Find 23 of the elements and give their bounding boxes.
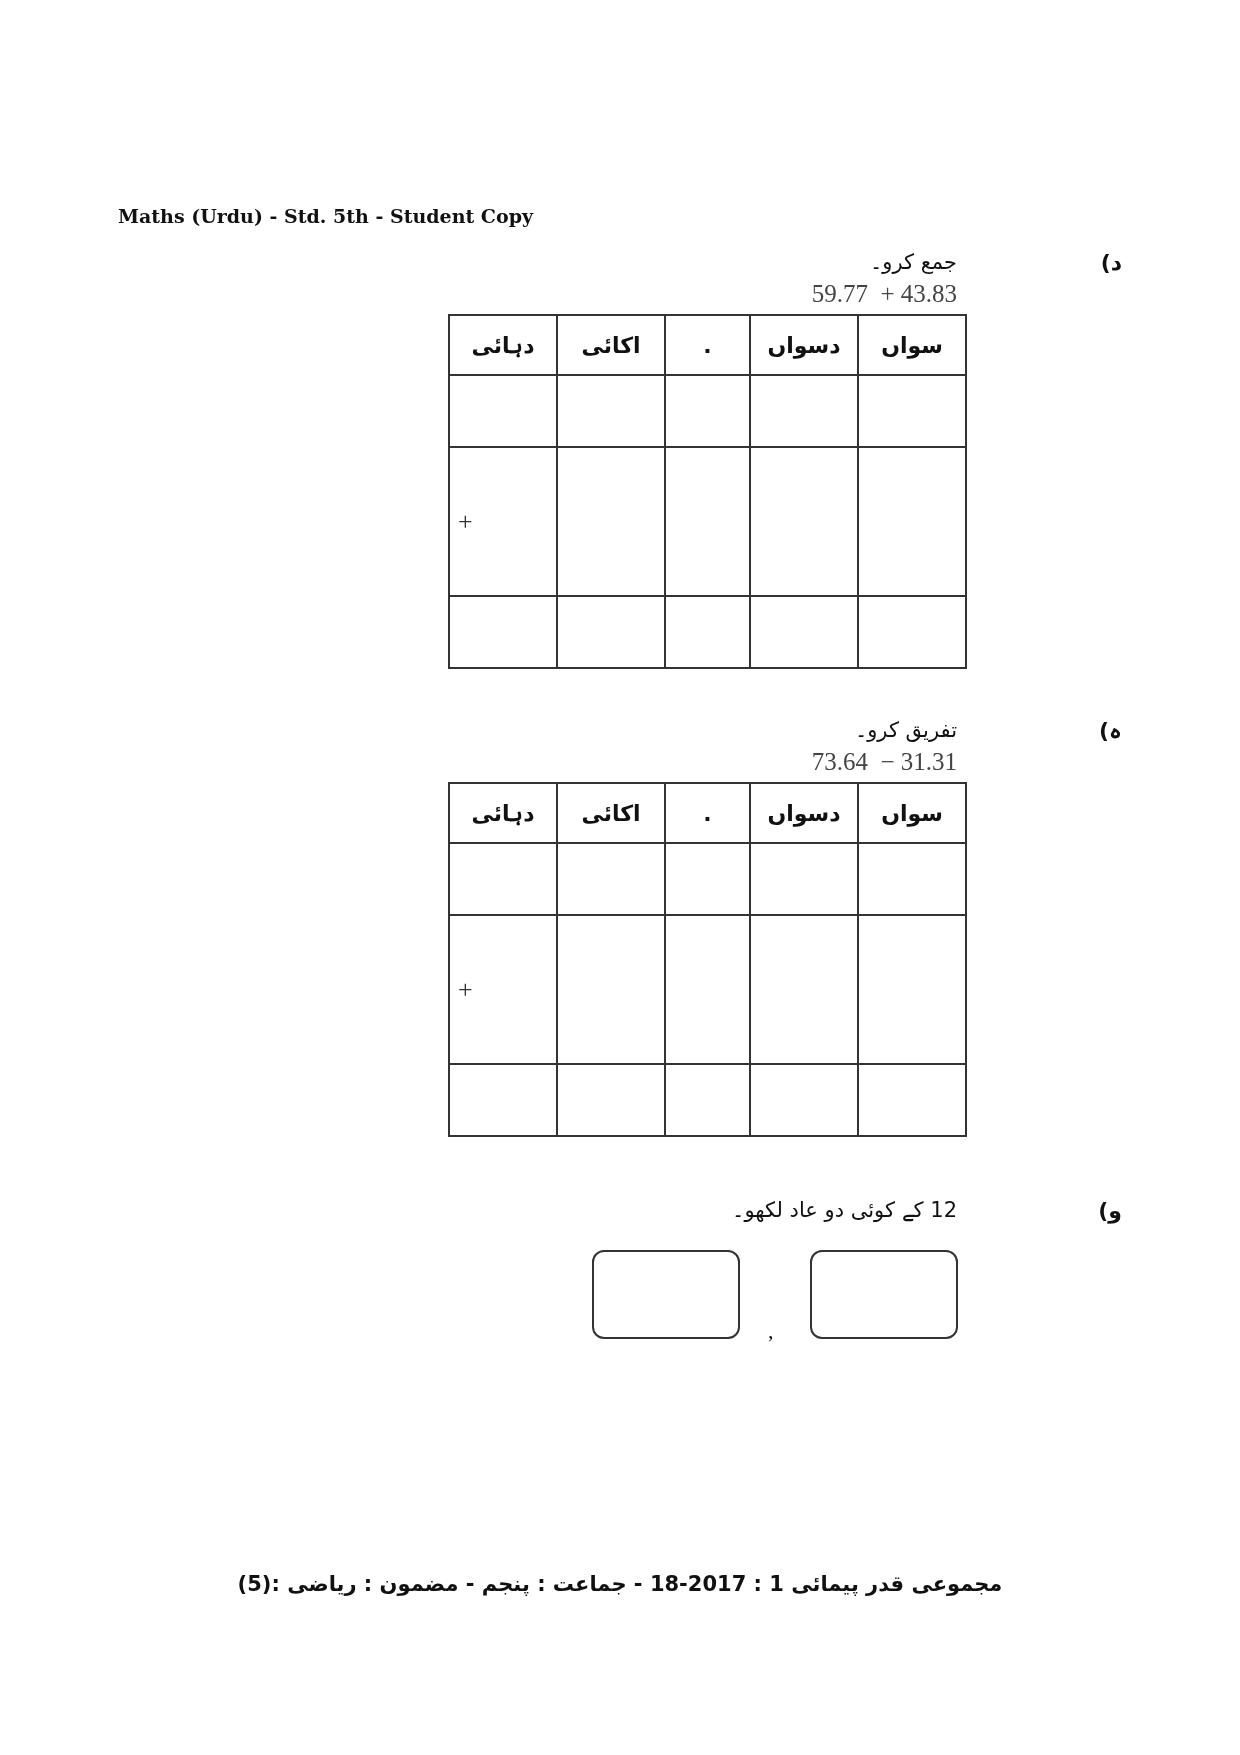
plus-sign: + [457, 974, 473, 1004]
question-number: ہ) [1098, 718, 1122, 743]
instruction-text: جمع کرو۔ [870, 250, 957, 274]
question-number: و) [1098, 1198, 1122, 1223]
place-value-heading: . [665, 315, 750, 375]
place-value-heading: دسواں [750, 315, 858, 375]
place-value-heading: دہائی [449, 783, 557, 843]
place-value-heading: اکائی [557, 315, 665, 375]
place-value-heading: . [665, 783, 750, 843]
instruction-text: تفریق کرو۔ [855, 718, 957, 742]
plus-sign: + [457, 506, 473, 536]
equation-text: 59.77 + 43.83 [811, 280, 957, 308]
page-header: Maths (Urdu) - Std. 5th - Student Copy [118, 205, 533, 227]
place-value-heading: سواں [858, 315, 966, 375]
instruction-text: 12 کے کوئی دو عاد لکھو۔ [732, 1198, 957, 1222]
place-value-heading: دہائی [449, 315, 557, 375]
equation-text: 73.64 − 31.31 [811, 748, 957, 776]
place-value-heading: دسواں [750, 783, 858, 843]
place-value-heading: اکائی [557, 783, 665, 843]
page-footer: مجموعی قدر پیمائی 1 : 2017-18 - جماعت : پنجم - مضمون : ریاضی :(5) [0, 1572, 1240, 1596]
comma: , [768, 1318, 774, 1344]
question-number: د) [1100, 250, 1122, 275]
place-value-heading: سواں [858, 783, 966, 843]
